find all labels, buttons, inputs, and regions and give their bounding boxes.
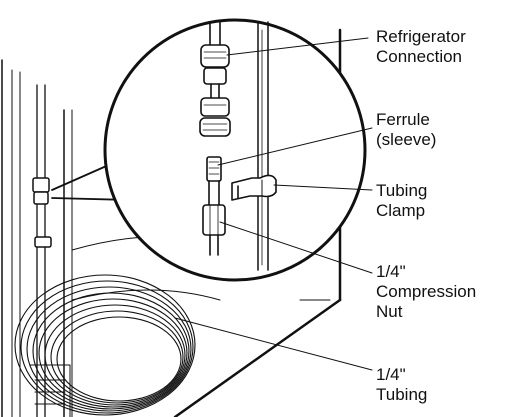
label-refrigerator-connection-line2: Connection	[376, 47, 463, 66]
refrigerator-connection-fitting	[199, 21, 231, 137]
tubing-clamp	[231, 174, 277, 201]
coiled-tubing	[14, 274, 196, 416]
label-tubing-clamp: Tubing Clamp	[376, 181, 427, 221]
callout-leaders	[174, 37, 373, 371]
label-compression-nut-line2: Compression	[376, 282, 477, 301]
label-ferrule-line1: Ferrule	[376, 110, 430, 129]
label-tubing-clamp-line1: Tubing	[376, 181, 428, 200]
ferrule-and-nut	[202, 156, 226, 256]
base-unit	[29, 364, 71, 417]
label-refrigerator-connection-line1: Refrigerator	[376, 27, 466, 46]
label-tubing: 1/4" Tubing	[376, 365, 427, 405]
label-compression-nut-line1: 1/4"	[376, 262, 406, 281]
label-ferrule: Ferrule (sleeve)	[376, 110, 436, 150]
label-tubing-line2: Tubing	[376, 385, 428, 404]
magnifier-circle	[103, 18, 367, 282]
label-compression-nut-line3: Nut	[376, 302, 403, 321]
label-tubing-clamp-line2: Clamp	[376, 201, 426, 220]
label-compression-nut: 1/4" Compression Nut	[376, 262, 476, 322]
label-tubing-line1: 1/4"	[376, 365, 406, 384]
refrigerator-tube	[257, 21, 269, 271]
label-refrigerator-connection: Refrigerator Connection	[376, 27, 466, 67]
label-ferrule-line2: (sleeve)	[376, 130, 437, 149]
